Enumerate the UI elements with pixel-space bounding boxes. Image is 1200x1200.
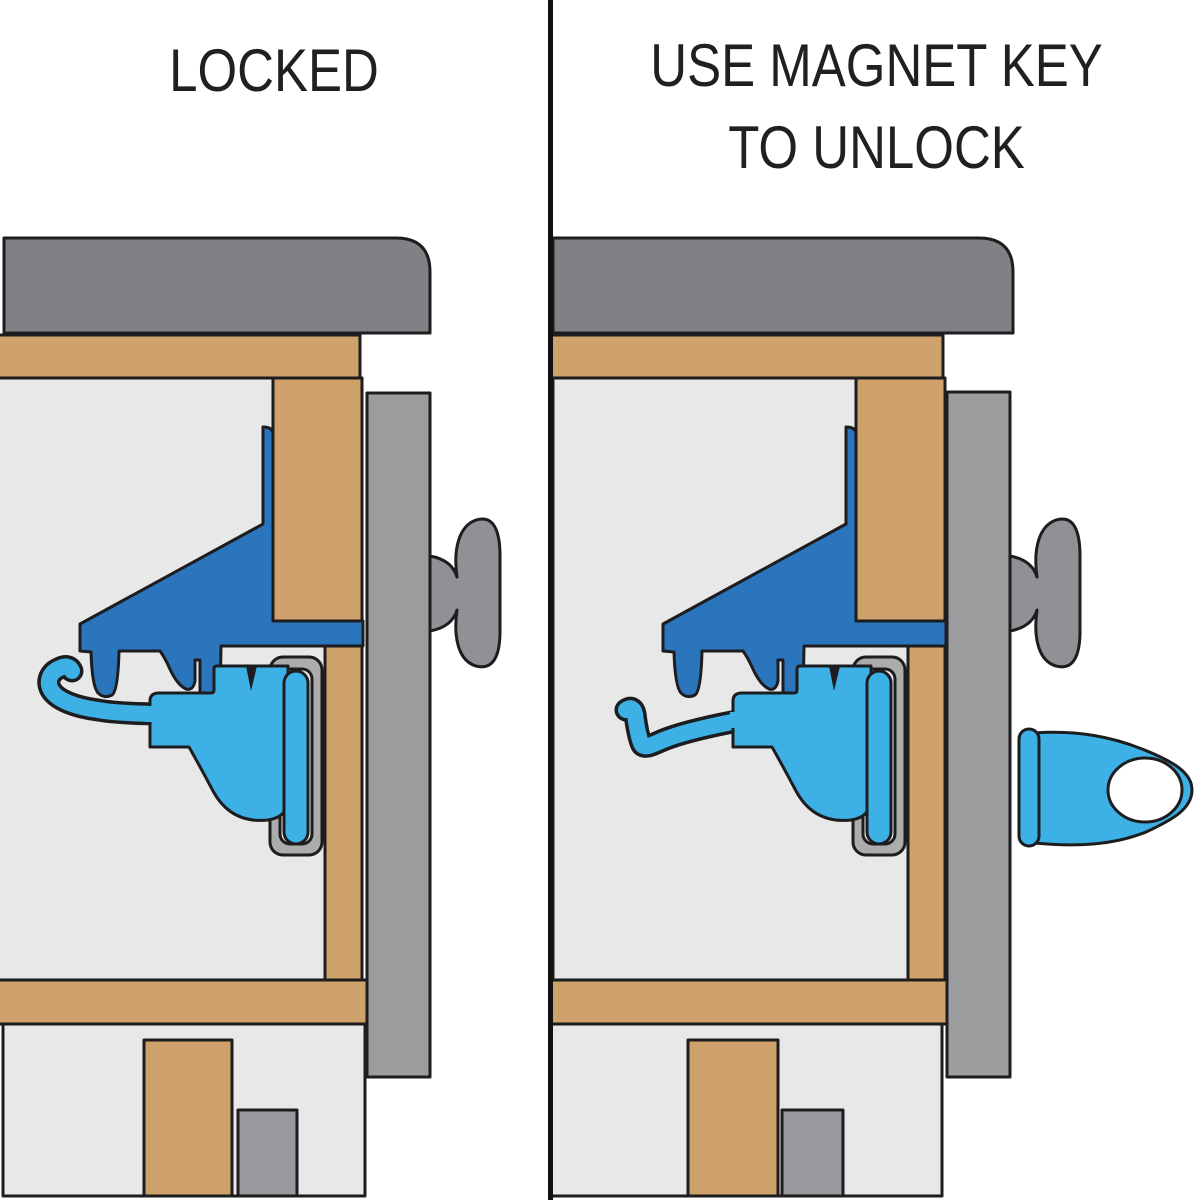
countertop	[551, 236, 1015, 335]
panel-locked	[0, 236, 502, 1198]
latch-hook-released	[618, 700, 756, 755]
door-knob	[428, 517, 502, 669]
lower-gray-block	[780, 1108, 845, 1198]
panel-unlocked	[549, 236, 1194, 1198]
cabinet-door	[945, 390, 1012, 1079]
cabinet-face-frame-upper	[271, 376, 364, 624]
cabinet-face-frame-lower	[906, 644, 947, 982]
panel-divider	[548, 0, 553, 1200]
door-knob	[1008, 517, 1082, 669]
unlock-title: USE MAGNET KEY TO UNLOCK	[602, 25, 1152, 189]
magnet-key-hole	[1106, 756, 1184, 824]
lower-gray-block	[236, 1108, 299, 1198]
bracket-pin	[865, 669, 893, 846]
magnet-key-face	[1017, 727, 1041, 848]
cabinet-door	[365, 391, 432, 1079]
unlock-title-line1: USE MAGNET KEY	[650, 32, 1103, 99]
countertop	[2, 236, 432, 335]
cabinet-bottom-rail	[549, 978, 950, 1026]
cabinet-face-frame-lower	[323, 644, 364, 982]
lower-wood-divider	[142, 1038, 234, 1198]
unlock-title-line2: TO UNLOCK	[728, 114, 1025, 181]
cabinet-face-frame-upper	[854, 376, 947, 624]
cabinet-top-rail	[549, 333, 945, 380]
bracket-pin	[282, 669, 310, 846]
latch-hook-engaged	[40, 658, 180, 722]
magnet-key	[1017, 727, 1194, 848]
cabinet-top-rail	[0, 333, 362, 380]
locked-title: LOCKED	[169, 37, 379, 104]
lower-wood-divider	[686, 1038, 780, 1198]
latch-arm-joint	[145, 706, 165, 722]
cabinet-bottom-rail	[0, 978, 370, 1026]
latch-arm-joint	[730, 712, 752, 728]
